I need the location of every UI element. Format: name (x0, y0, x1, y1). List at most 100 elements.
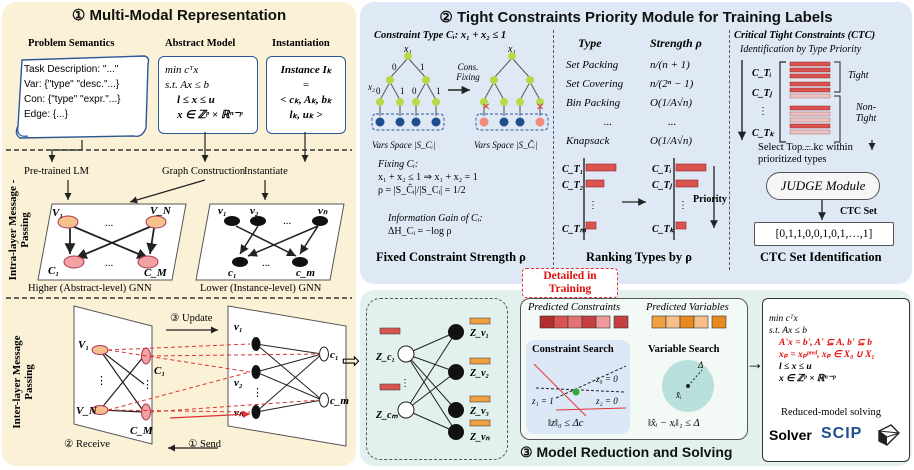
ranking-caption: Ranking Types by ρ (586, 250, 692, 264)
svg-text:...: ... (105, 257, 114, 269)
constraint-search-title: Constraint Search (532, 344, 614, 355)
svg-text:1: 1 (420, 62, 425, 72)
non-tight-label: Non-Tight (855, 102, 877, 124)
vars-space-before: Vars Space |S_Cᵢ| (372, 140, 436, 150)
z2-label: z₂ = 0 (595, 396, 618, 406)
svg-text:⋮: ⋮ (678, 200, 688, 211)
svg-text:v₁: v₁ (234, 321, 243, 333)
reduced-line-5: l ≤ x ≤ u (779, 362, 812, 372)
svg-text:0: 0 (376, 86, 381, 96)
ctc-vector-box: [0,1,1,0,0,1,0,1,…,1] (754, 222, 894, 246)
scroll-document: Task Description: "..." Var: {"type" "de… (14, 54, 154, 140)
reduced-line-2: s.t. Ax ≤ b (769, 326, 808, 336)
divider-2 (729, 30, 730, 270)
svg-text:x̂ᵢ: x̂ᵢ (675, 390, 682, 400)
abstract-line-3: l ≤ x ≤ u (177, 94, 215, 106)
svg-text:⋮: ⋮ (588, 200, 598, 211)
select-topk-text: Select Top − kc within prioritized types (758, 142, 853, 165)
fixed-strength-caption: Fixed Constraint Strength ρ (376, 250, 526, 264)
instance-line-3: < cₖ, Aₖ, bₖ (280, 94, 332, 106)
svg-text:C_T₂: C_T₂ (562, 180, 583, 191)
instance-line-2: = (302, 79, 310, 91)
lower-gnn-caption: Lower (Instance-level) GNN (200, 283, 322, 294)
svg-text:V_N: V_N (150, 205, 172, 217)
priority-label: Priority (693, 194, 727, 205)
ctc-identification-caption: CTC Set Identification (760, 250, 882, 264)
constraint-search-panel (526, 340, 630, 434)
svg-text:1: 1 (436, 86, 441, 96)
svg-text:C_Tᵢ: C_Tᵢ (652, 164, 672, 175)
svg-text:V_N: V_N (76, 405, 98, 417)
svg-text:✕: ✕ (536, 102, 544, 113)
embedding-graph-box (366, 298, 508, 460)
scroll-line-1: Task Description: "..." (24, 64, 119, 75)
svg-text:Z_v₁: Z_v₁ (469, 328, 489, 339)
svg-text:C_Tᵢ: C_Tᵢ (752, 68, 772, 79)
svg-text:c₁: c₁ (330, 349, 339, 361)
reduction-arrow-icon: → (746, 353, 764, 373)
svg-text:c_m: c_m (296, 267, 315, 279)
abstract-model-box: min cᵀx s.t. Ax ≤ b l ≤ x ≤ u x ∈ ℤᵖ × ℝ… (158, 56, 258, 134)
big-arrow-icon: ⇨ (342, 348, 361, 373)
svg-text:C_T₁: C_T₁ (562, 164, 583, 175)
instance-box: Instance Iₖ = < cₖ, Aₖ, bₖ lₖ, uₖ > (266, 56, 346, 134)
ctc-subtitle: Identification by Type Priority (740, 44, 862, 55)
reduced-line-4: xₚ = xₚᵖʳᵉᵈ, xₚ ∈ X₀ ∪ X₁ (779, 350, 875, 360)
ctc-title: Critical Tight Constraints (CTC) (734, 30, 876, 41)
detailed-in-training-tag: Detailed in Training (522, 268, 618, 298)
svg-text:C_Tₖ: C_Tₖ (752, 128, 776, 139)
judge-arrow (818, 200, 826, 220)
cons-fixing-label: Cons. Fixing (456, 62, 480, 82)
reduced-model-box: min cᵀx s.t. Ax ≤ b A'x = b', A' ⊆ A, b'… (762, 298, 910, 462)
svg-text:Z_cₘ: Z_cₘ (375, 410, 399, 421)
information-gain: Information Gain of Cᵢ: ΔH_Cᵢ = −log ρ (388, 213, 483, 237)
send-label: ① Send (188, 439, 222, 450)
svg-text:C_Tₖ: C_Tₖ (652, 224, 676, 235)
constraint-type-label: Constraint Type Cᵢ: x₁ + x₂ ≤ 1 (374, 30, 507, 41)
reduced-line-3: A'x = b', A' ⊆ A, b' ⊆ b (779, 338, 872, 348)
svg-text:...: ... (283, 215, 292, 227)
panel1-title: ① Multi-Modal Representation (71, 7, 287, 24)
svg-text:C_Tⱼ: C_Tⱼ (752, 88, 773, 99)
judge-module: JUDGE Module (766, 172, 880, 200)
svg-text:Z_c₁: Z_c₁ (375, 352, 395, 363)
svg-text:...: ... (105, 217, 114, 229)
svg-text:c_m: c_m (330, 395, 349, 407)
inter-layer-label: Inter-layer Message Passing (11, 335, 35, 429)
svg-text:0: 0 (392, 62, 397, 72)
svg-text:Z_v₃: Z_v₃ (469, 406, 489, 417)
ctc-bars: C_Tᵢ C_Tⱼ ⋮ C_Tₖ ...... (737, 60, 876, 152)
svg-text:vₙ: vₙ (318, 205, 328, 217)
svg-text:Z_vₙ: Z_vₙ (469, 432, 491, 443)
ranking-diagram: C_T₁ C_T₂ C_Tₘ ⋮ C_Tᵢ C_Tⱼ C_Tₖ ⋮ (562, 158, 718, 240)
svg-text:C_Tₘ: C_Tₘ (562, 224, 587, 235)
abstract-line-2: s.t. Ax ≤ b (165, 79, 210, 91)
vars-space-after: Vars Space |S_Ĉᵢ| (474, 140, 538, 150)
svg-text:vₙ: vₙ (234, 407, 244, 419)
inter-right-graph: v₁ v₂ vₙ c₁ c_m ⋮ (234, 321, 349, 419)
svg-text:v₂: v₂ (234, 377, 243, 389)
svg-text:V₁: V₁ (52, 207, 63, 219)
svg-text:c₁: c₁ (228, 267, 237, 279)
svg-text:⋮: ⋮ (252, 387, 263, 399)
step-graph-construction: Graph Construction (162, 166, 246, 177)
ctc-set-label: CTC Set (840, 206, 877, 217)
constraint-norm: ‖z‖₀ ≤ Δc (548, 418, 584, 429)
svg-text:x₁: x₁ (507, 44, 516, 55)
step-instantiate: Instantiate (244, 166, 288, 177)
z1-label: z₁ = 1 (531, 396, 554, 406)
predicted-constraints-label: Predicted Constraints (528, 302, 621, 313)
instance-line-4: lₖ, uₖ > (289, 109, 323, 121)
svg-text:Z_v₂: Z_v₂ (469, 368, 489, 379)
reduced-caption: Reduced-model solving (781, 407, 882, 418)
scroll-line-3: Con: {"type" "expr."...} (24, 94, 121, 105)
type-header: Type (578, 36, 602, 50)
scroll-line-2: Var: {"type" "desc."...} (24, 79, 120, 90)
panel3-title: ③ Model Reduction and Solving (520, 444, 733, 460)
inter-left-graph: V₁ V_N ⋮ ⋮ C₁ C_M (76, 339, 165, 437)
